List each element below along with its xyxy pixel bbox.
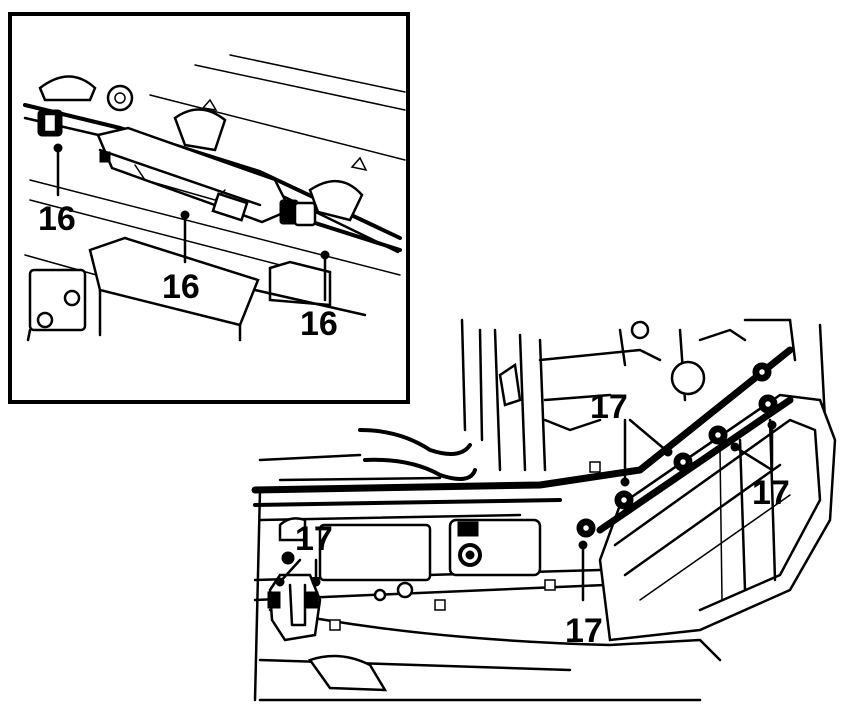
callout-16-center: 16 [162,268,200,306]
inset-detail: 16 16 16 [8,12,410,404]
engine-bay-outline [460,318,827,472]
callout-17-bottom: 17 [565,612,603,650]
main-view: 17 17 17 17 [251,318,837,702]
callout-17-left: 17 [295,520,333,558]
inset-lower-blocks [26,236,367,342]
front-panel-details [278,461,601,631]
fasteners [267,362,778,609]
callout-16-left: 16 [38,200,76,238]
callout-17-top: 17 [590,388,628,426]
callout-17-right: 17 [752,474,790,512]
main-leader-lines [275,418,777,602]
headlamp-unit [596,393,837,642]
inset-leader-lines [53,143,330,302]
lower-bumper [258,608,722,702]
hose [258,428,477,482]
inset-clips [38,75,368,222]
inset-harness-clips [37,109,317,227]
callout-16-right: 16 [300,305,338,343]
